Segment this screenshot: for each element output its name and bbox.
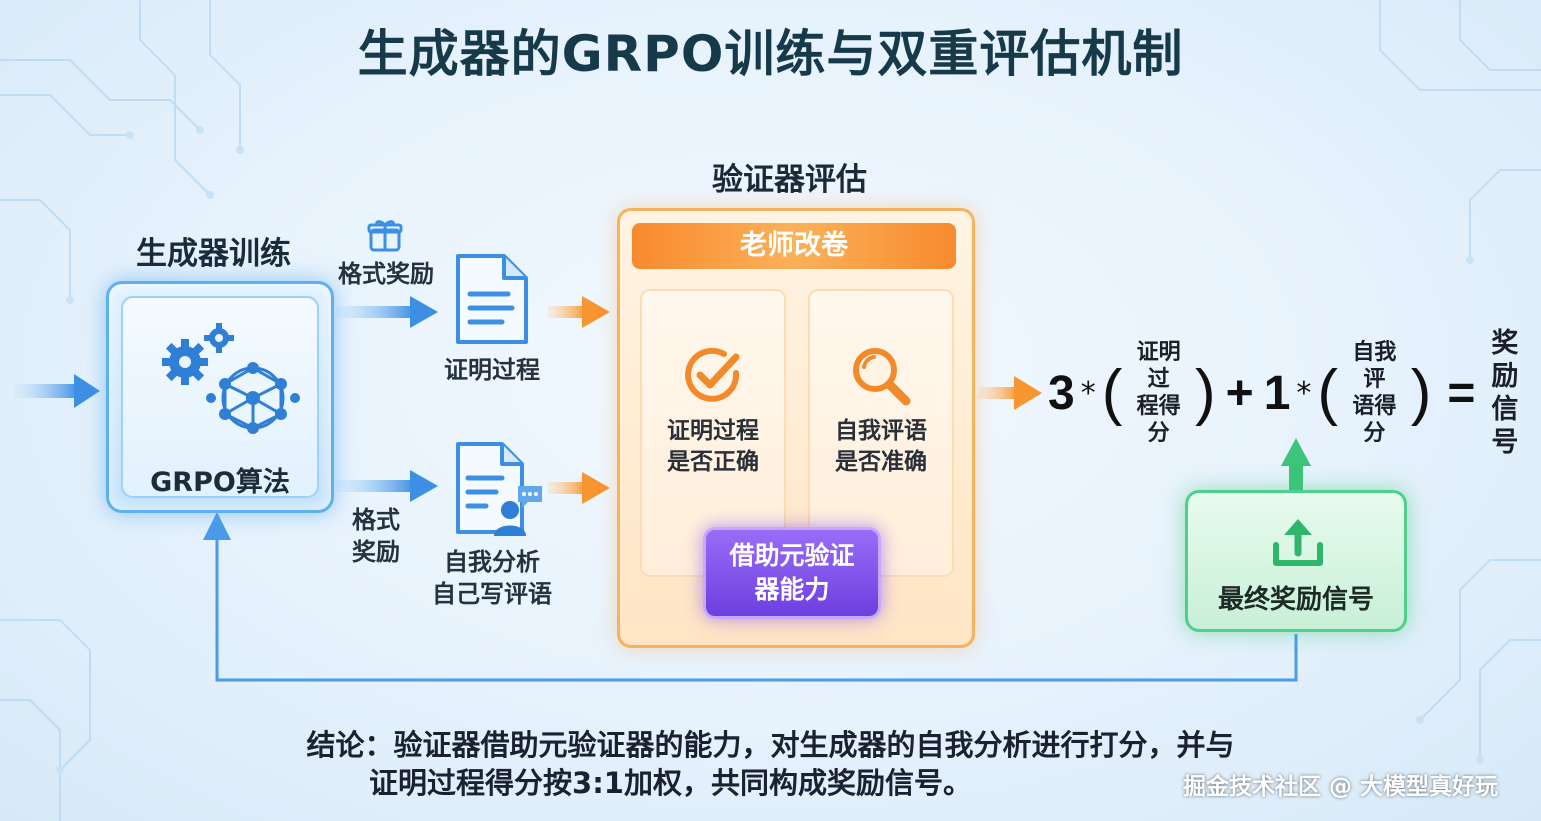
final-reward-box: 最终奖励信号 (1185, 490, 1407, 632)
verifier-header: 老师改卷 (632, 223, 956, 269)
arrow-to-proof (336, 296, 438, 328)
paren-close-2: ) (1410, 358, 1432, 427)
arrow-to-self-analysis (336, 470, 438, 502)
document-icon (456, 254, 528, 344)
term1-line2: 程得分 (1136, 394, 1181, 446)
term2-line2: 语得分 (1352, 394, 1397, 446)
term-review-score: 自我评 语得分 (1344, 339, 1405, 447)
conclusion-line2: 证明过程得分按3:1加权，共同构成奖励信号。 (369, 766, 972, 800)
generator-section-label: 生成器训练 (136, 236, 291, 272)
format-reward-line1: 格式 (352, 506, 400, 534)
upload-icon (1273, 519, 1323, 566)
reward-formula: 3 * ( 证明过 程得分 ) + 1 * ( 自我评 语得分 ) = 奖励 信… (1048, 328, 1541, 458)
meta-line1: 借助元验证 (729, 541, 855, 570)
format-reward-line2: 奖励 (352, 538, 400, 566)
check-circle-icon (685, 347, 740, 402)
arrow-verifier-to-formula (978, 376, 1042, 410)
grpo-label: GRPO算法 (150, 467, 290, 498)
equals-sign: = (1447, 366, 1476, 420)
self-analysis-label: 自我分析 自己写评语 (420, 546, 564, 610)
term-proof-score: 证明过 程得分 (1128, 339, 1189, 447)
paren-close-1: ) (1195, 358, 1216, 427)
result-line1: 奖励 (1491, 328, 1519, 392)
plus-sign: + (1225, 366, 1254, 420)
card-proof-line2: 是否正确 (667, 449, 759, 475)
paren-open-2: ( (1317, 358, 1339, 427)
term1-line1: 证明过 (1136, 340, 1181, 392)
generator-box: GRPO算法 (106, 281, 334, 513)
card-review-line1: 自我评语 (835, 418, 927, 444)
feedback-loop (215, 538, 1298, 682)
reward-signal-result: 奖励 信号 (1491, 327, 1541, 459)
self-analysis-line2: 自己写评语 (432, 580, 552, 608)
self-analysis-line1: 自我分析 (444, 548, 540, 576)
times-sign-2: * (1296, 375, 1312, 411)
input-arrow (14, 374, 100, 408)
arrow-analysis-to-verifier (548, 472, 610, 504)
coef-proof: 3 (1048, 366, 1075, 420)
conclusion-line1: 结论：验证器借助元验证器的能力，对生成器的自我分析进行打分，并与 (306, 728, 1235, 762)
watermark: 掘金技术社区 @ 大模型真好玩 (1183, 774, 1499, 800)
card-proof-line1: 证明过程 (667, 418, 759, 444)
format-reward-top: 格式奖励 (338, 260, 434, 288)
arrow-proof-to-verifier (548, 296, 610, 328)
term2-line1: 自我评 (1352, 340, 1397, 392)
verifier-section-label: 验证器评估 (712, 162, 867, 198)
meta-verifier-box: 借助元验证 器能力 (703, 527, 881, 619)
page-title: 生成器的GRPO训练与双重评估机制 (357, 25, 1184, 83)
document-user-icon (456, 442, 542, 536)
neural-network-icon (206, 362, 300, 434)
gears-icon (162, 323, 234, 385)
result-line2: 信号 (1491, 394, 1519, 458)
times-sign-1: * (1080, 375, 1096, 411)
arrow-final-to-formula (1281, 438, 1311, 492)
card-review-line2: 是否准确 (835, 449, 927, 475)
proof-doc-label: 证明过程 (444, 356, 540, 384)
final-reward-label: 最终奖励信号 (1217, 585, 1374, 615)
paren-open-1: ( (1101, 358, 1123, 427)
magnifier-icon (853, 348, 911, 406)
card-review-text: 自我评语 是否准确 (810, 416, 952, 478)
coef-review: 1 (1263, 366, 1291, 420)
gift-icon (367, 220, 403, 252)
meta-line2: 器能力 (754, 575, 830, 604)
format-reward-bottom: 格式 奖励 (344, 504, 408, 568)
card-proof-text: 证明过程 是否正确 (642, 416, 784, 478)
